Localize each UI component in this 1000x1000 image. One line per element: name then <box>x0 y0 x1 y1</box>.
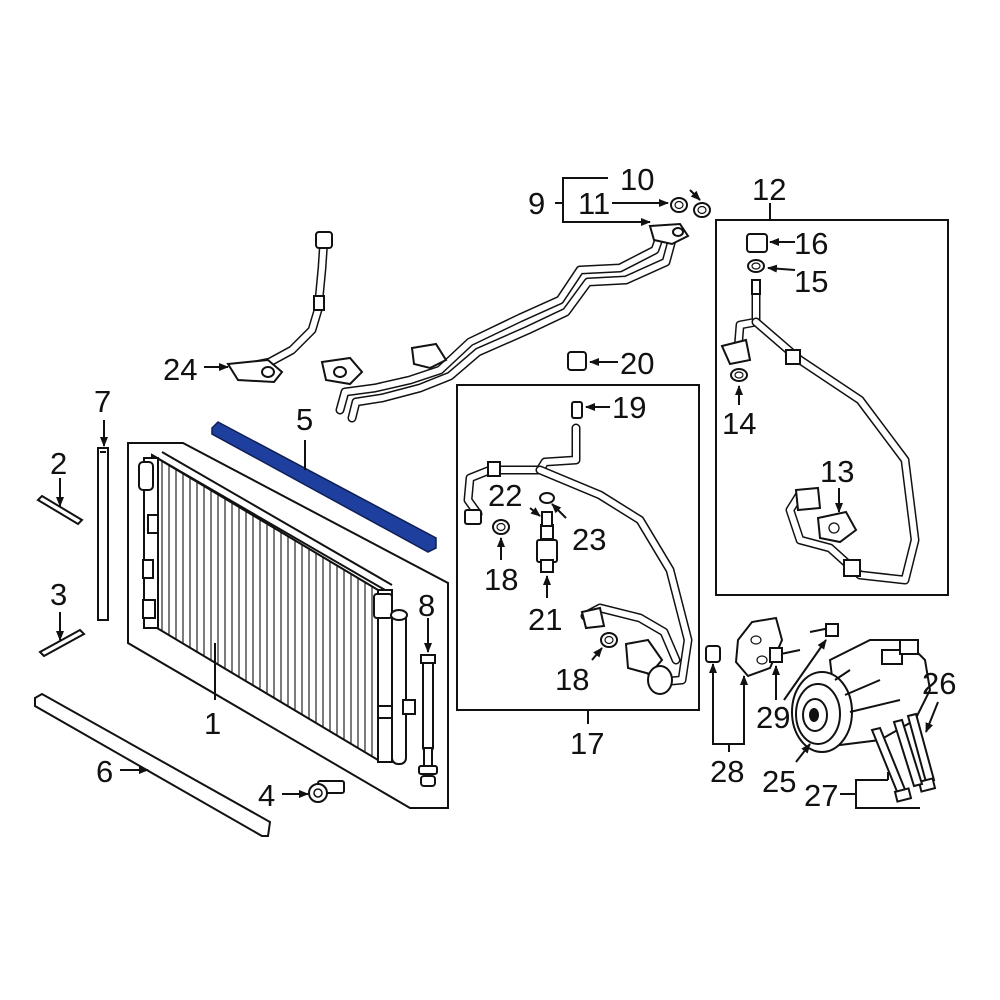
line-9 <box>320 222 690 423</box>
callout-24: 24 <box>163 352 197 387</box>
callout-15: 15 <box>794 264 828 299</box>
callout-25: 25 <box>762 764 796 799</box>
callout-18b: 18 <box>555 662 589 697</box>
condenser-bracket-a <box>147 514 159 534</box>
condenser-frame <box>127 442 449 809</box>
callout-1: 1 <box>204 706 221 741</box>
callout-9: 9 <box>528 186 545 221</box>
condenser-outlet-fitting <box>373 593 393 619</box>
callout-26: 26 <box>922 666 956 701</box>
condenser-group <box>127 442 449 809</box>
callout-4: 4 <box>258 778 275 813</box>
callout-18a: 18 <box>484 562 518 597</box>
receiver-drier-cap <box>390 609 408 621</box>
callout-12: 12 <box>752 172 786 207</box>
condenser-inlet-fitting <box>138 461 154 491</box>
callout-14: 14 <box>722 406 756 441</box>
callout-17: 17 <box>570 726 604 761</box>
seal-7 <box>97 447 109 621</box>
callout-7: 7 <box>94 384 111 419</box>
callout-6: 6 <box>96 754 113 789</box>
leader-lines <box>56 177 939 809</box>
callout-2: 2 <box>50 446 67 481</box>
callout-21: 21 <box>528 602 562 637</box>
hose-12 <box>720 279 920 585</box>
hose-24 <box>226 231 333 384</box>
callout-10: 10 <box>620 162 654 197</box>
bolt-26 <box>906 712 936 784</box>
receiver-drier <box>391 611 407 765</box>
hose-assembly-17 <box>463 401 693 695</box>
condenser-top-edge-2 <box>161 451 393 586</box>
bolt-4 <box>308 780 345 803</box>
bolt-27b <box>892 718 924 788</box>
callout-8: 8 <box>418 588 435 623</box>
box-17 <box>456 384 700 711</box>
condenser-bracket-c <box>142 599 156 619</box>
drier-clip <box>402 699 416 715</box>
callout-27: 27 <box>804 778 838 813</box>
desiccant-filter <box>418 654 438 787</box>
compressor-25 <box>791 639 932 753</box>
bolt-29a <box>769 647 801 663</box>
seal-5-highlighted <box>211 421 437 553</box>
condenser-top-edge <box>151 454 386 591</box>
callout-5: 5 <box>296 402 313 437</box>
callout-16: 16 <box>794 226 828 261</box>
cap-20 <box>567 351 587 371</box>
callout-29: 29 <box>756 700 790 735</box>
callout-28: 28 <box>710 754 744 789</box>
callout-11: 11 <box>578 186 610 221</box>
box-12 <box>715 219 949 596</box>
valve-core-22 <box>541 511 553 527</box>
callout-labels: 1 2 3 4 5 6 7 8 9 10 11 12 13 14 15 16 1… <box>50 162 956 813</box>
pressure-switch-21 <box>536 524 558 573</box>
bolt-29b <box>809 623 839 637</box>
seal-6 <box>34 692 272 837</box>
callout-3: 3 <box>50 577 67 612</box>
callout-22: 22 <box>488 478 522 513</box>
seal-23 <box>539 492 555 504</box>
callout-19: 19 <box>612 390 646 425</box>
condenser-bracket-b <box>142 559 154 579</box>
callout-23: 23 <box>572 522 606 557</box>
cap-16 <box>746 233 768 253</box>
seal-2 <box>36 494 84 526</box>
bushing-28 <box>705 645 721 663</box>
seal-3 <box>38 628 86 658</box>
callout-13: 13 <box>820 454 854 489</box>
callout-20: 20 <box>620 346 654 381</box>
